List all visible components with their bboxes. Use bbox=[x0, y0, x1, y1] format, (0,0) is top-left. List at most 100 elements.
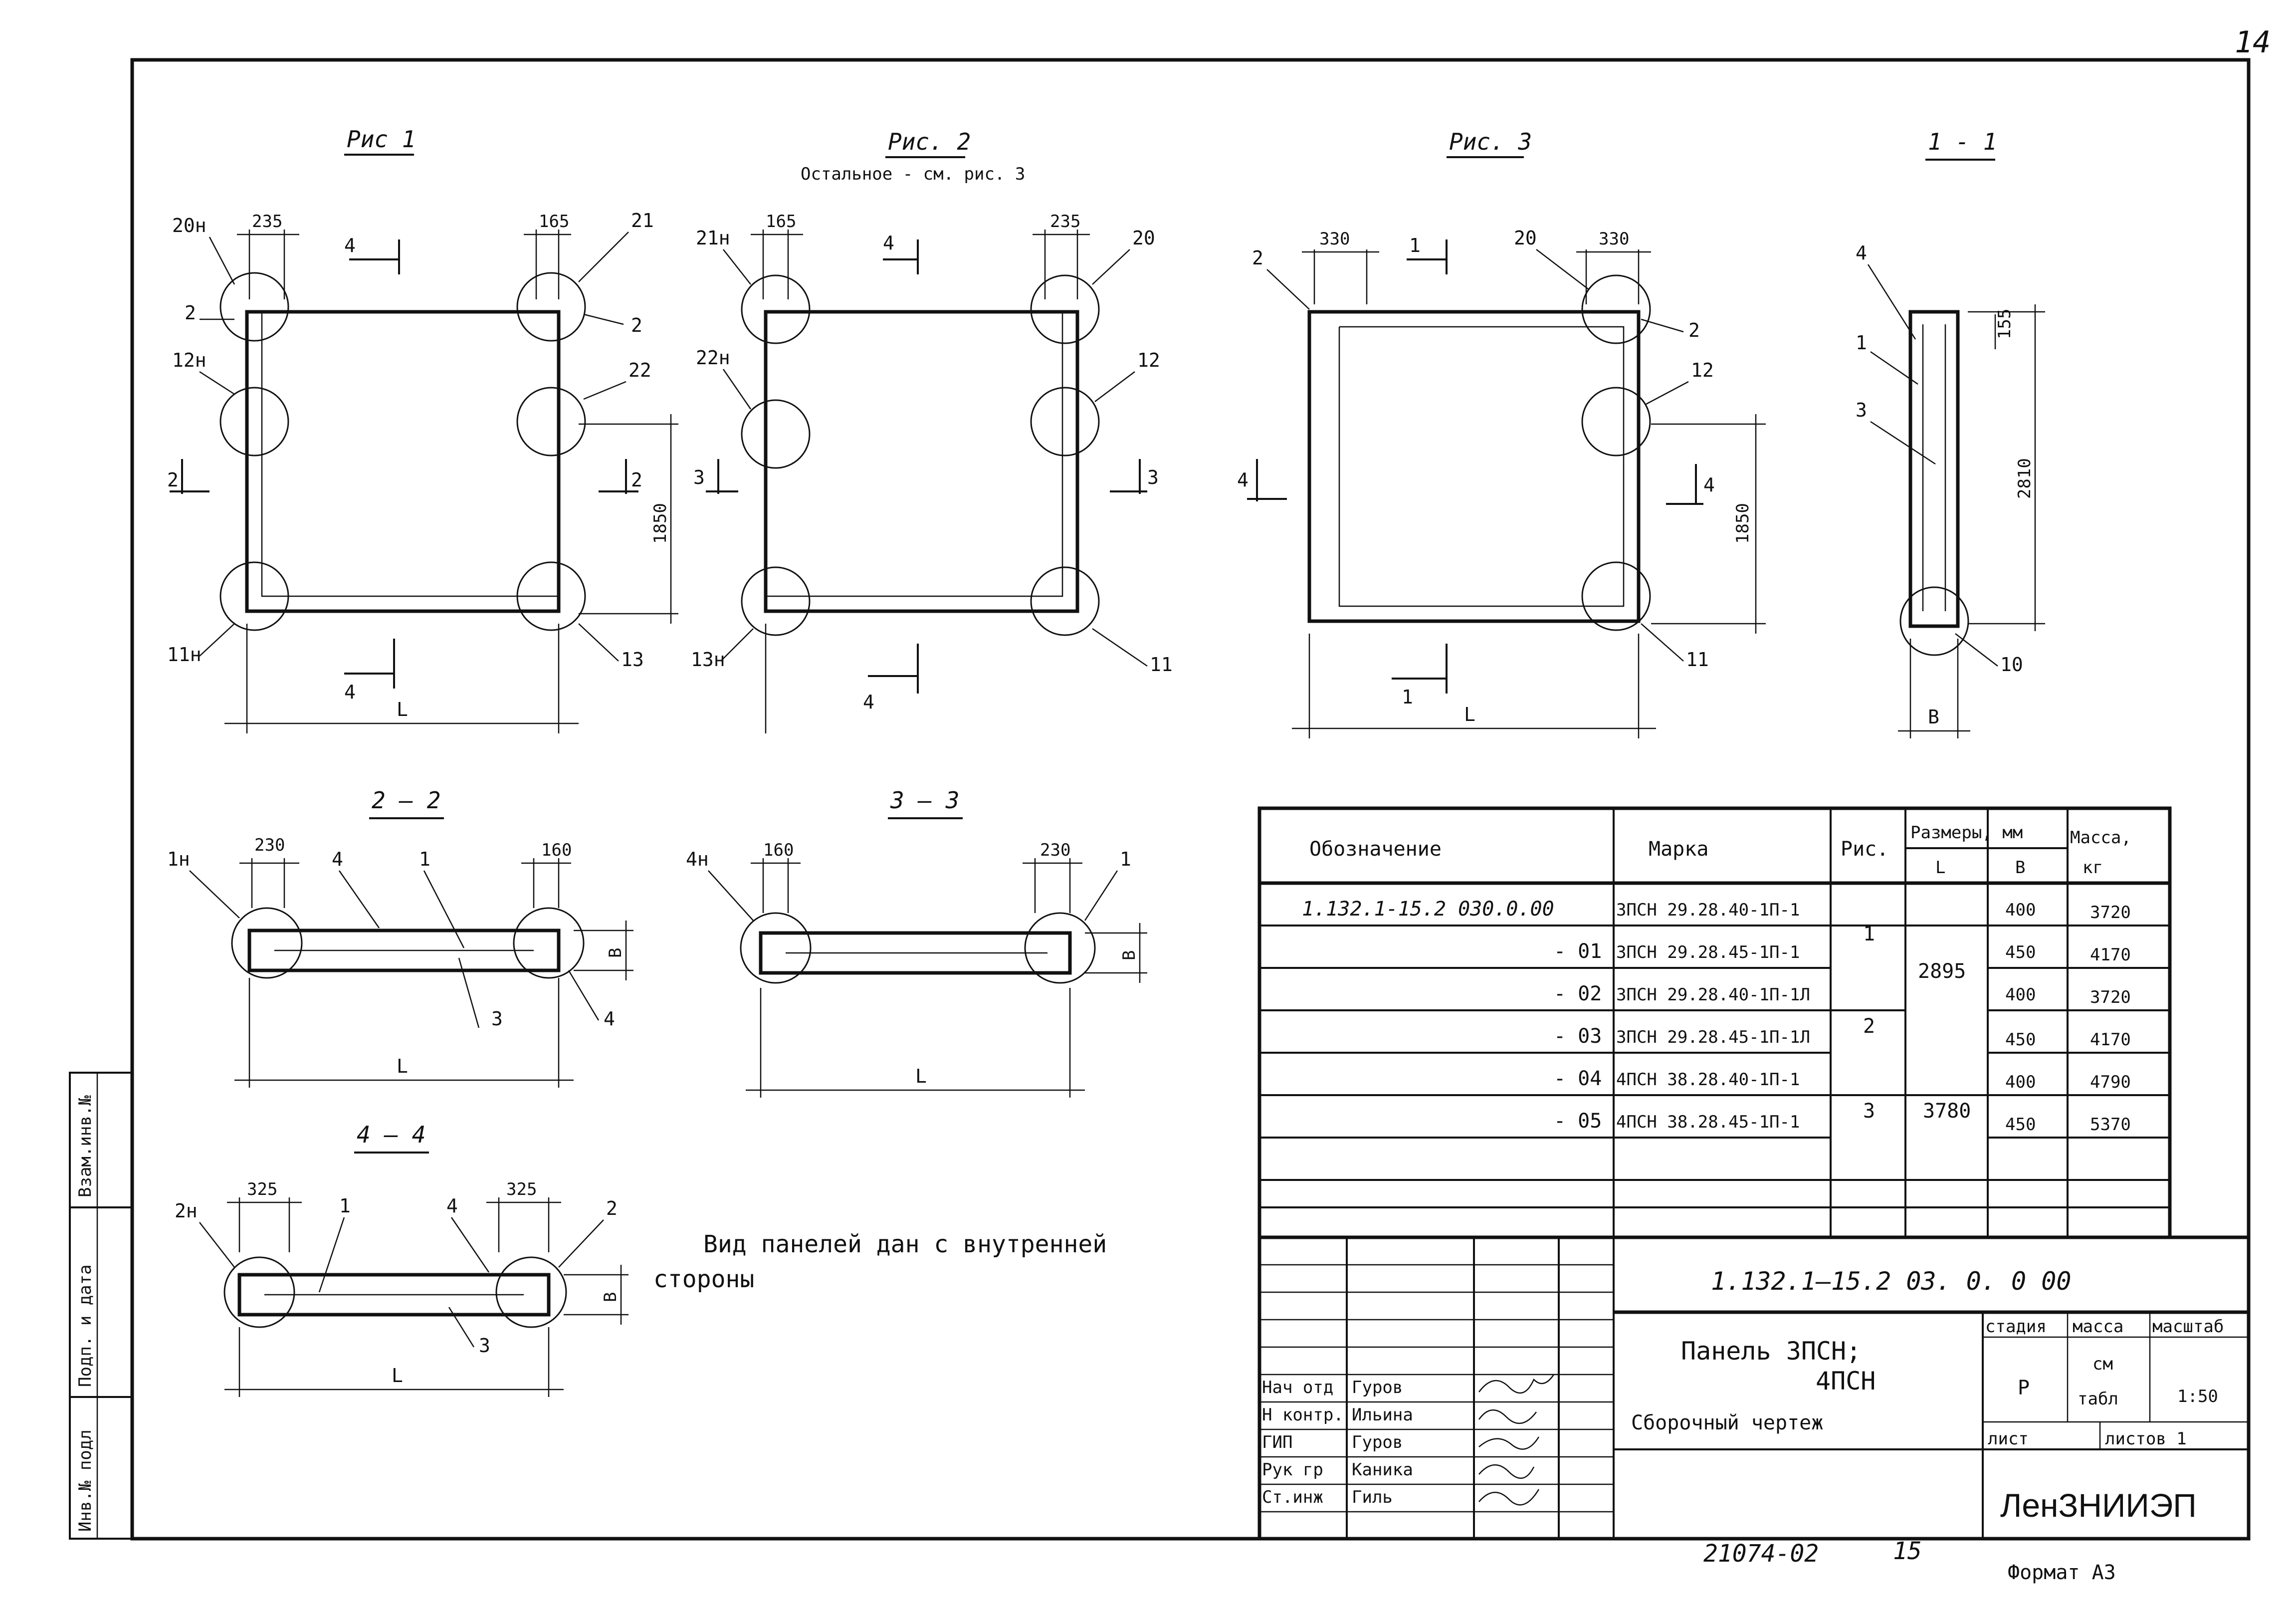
sec11-dim-width: B bbox=[1928, 706, 1939, 728]
fig1-title: Рис 1 bbox=[347, 126, 416, 153]
fig2-sec-b-right: 3 bbox=[1147, 466, 1159, 488]
sec44-pos-4: 4 bbox=[446, 1195, 458, 1217]
fig3-pos-2b: 2 bbox=[1688, 319, 1700, 341]
spec-header-fig: Рис. bbox=[1841, 838, 1888, 861]
signature-2 bbox=[1478, 1409, 1537, 1424]
spec-row-4-mass: 4170 bbox=[2090, 1030, 2131, 1050]
spec-header-dims: Размеры, мм bbox=[1910, 823, 2023, 843]
spec-row-3-mass: 3720 bbox=[2090, 987, 2131, 1007]
fig3-pos-2a: 2 bbox=[1252, 247, 1263, 269]
sec33-dim-left: 160 bbox=[763, 840, 794, 860]
fig1-sec-a-bottom: 4 bbox=[344, 681, 356, 703]
tb-staff-5-name: Гиль bbox=[1352, 1487, 1393, 1507]
spec-row-6-b: 450 bbox=[2005, 1115, 2036, 1135]
section-1-1: 1 - 1 2810 155 B 4 1 3 10 bbox=[1856, 128, 2045, 738]
sec33-dim-length: L bbox=[915, 1065, 927, 1087]
tb-staff-2-role: Н контр. bbox=[1262, 1405, 1344, 1425]
spec-row-2-mass: 4170 bbox=[2090, 945, 2131, 965]
bottom-code: 21074-02 bbox=[1703, 1540, 1819, 1568]
sec44-title: 4 — 4 bbox=[357, 1121, 425, 1148]
spec-header-l: L bbox=[1935, 858, 1945, 878]
stamp-inv-label: Инв.№ подл bbox=[75, 1429, 95, 1532]
tb-staff-1-role: Нач отд bbox=[1262, 1378, 1333, 1397]
fig2-pos-20: 20 bbox=[1132, 227, 1155, 249]
fig2-panel-view: Рис. 2 Остальное - см. рис. 3 165 235 L … bbox=[691, 128, 1173, 733]
tb-staff-5-role: Ст.инж bbox=[1262, 1487, 1323, 1507]
sec44-pos-2: 2 bbox=[606, 1197, 618, 1219]
sheet-frame bbox=[130, 58, 2251, 1541]
spec-row-4-designation: - 03 bbox=[1554, 1025, 1602, 1048]
spec-l-group-2: 3780 bbox=[1923, 1100, 1971, 1123]
fig1-sec-b-right: 2 bbox=[631, 469, 642, 491]
spec-row-4-mark: 3ПСН 29.28.45-1П-1Л bbox=[1616, 1027, 1810, 1047]
spec-row-3-mark: 3ПСН 29.28.40-1П-1Л bbox=[1616, 985, 1810, 1005]
sec11-pos-4: 4 bbox=[1856, 242, 1867, 264]
fig2-sec-a-top: 4 bbox=[883, 232, 894, 254]
fig1-pos-2a: 2 bbox=[185, 302, 196, 324]
sec33-dim-right: 230 bbox=[1040, 840, 1070, 860]
sec22-pos-4a: 4 bbox=[332, 848, 343, 870]
fig1-pos-12n: 12н bbox=[172, 349, 207, 371]
spec-row-6-designation: - 05 bbox=[1554, 1110, 1602, 1133]
tb-doc-code: 1.132.1—15.2 03. 0. 0 00 bbox=[1711, 1267, 2071, 1296]
spec-row-6-mass: 5370 bbox=[2090, 1115, 2131, 1135]
fig2-dim-top-left: 165 bbox=[766, 212, 796, 232]
section-3-3: 3 — 3 160 230 B L 4н 1 bbox=[686, 787, 1147, 1098]
spec-header-mass-unit: кг bbox=[2083, 858, 2103, 878]
bottom-num: 15 bbox=[1893, 1537, 1922, 1565]
sec11-pos-10: 10 bbox=[2000, 654, 2023, 676]
spec-fig-group-3: 3 bbox=[1863, 1100, 1875, 1123]
sec44-dim-length: L bbox=[392, 1365, 403, 1387]
tb-scale-label: масштаб bbox=[2152, 1317, 2224, 1337]
spec-fig-group-2: 2 bbox=[1863, 1015, 1875, 1038]
tb-org: ЛенЗНИИЭП bbox=[2000, 1487, 2197, 1524]
fig3-dim-length: L bbox=[1464, 703, 1475, 725]
section-4-4: 4 — 4 325 325 B L 2н 1 4 2 3 bbox=[175, 1121, 628, 1397]
fig2-sec-a-bottom: 4 bbox=[863, 691, 874, 713]
tb-staff-1-name: Гуров bbox=[1352, 1378, 1403, 1397]
sec44-pos-3: 3 bbox=[479, 1335, 490, 1357]
tb-sheet-label: лист bbox=[1988, 1429, 2029, 1449]
sec22-pos-3: 3 bbox=[491, 1008, 503, 1030]
fig1-pos-13: 13 bbox=[621, 649, 644, 671]
spec-l-group-1: 2895 bbox=[1918, 960, 1966, 983]
sec44-dim-width: B bbox=[601, 1292, 621, 1302]
sec44-pos-2n: 2н bbox=[175, 1200, 198, 1222]
fig2-pos-21n: 21н bbox=[696, 227, 730, 249]
sec33-dim-width: B bbox=[1119, 950, 1139, 960]
tb-mass-label: масса bbox=[2073, 1317, 2123, 1337]
fig1-pos-11n: 11н bbox=[167, 644, 202, 666]
fig3-sec-a-top: 1 bbox=[1409, 234, 1421, 256]
fig1-dim-top-right: 165 bbox=[539, 212, 569, 232]
sec22-pos-4b: 4 bbox=[604, 1008, 615, 1030]
sec11-pos-3: 3 bbox=[1856, 399, 1867, 421]
fig1-pos-20n: 20н bbox=[172, 215, 207, 236]
fig1-panel-view: Рис 1 235 165 1850 L 20н 2 12н 11н 21 bbox=[167, 126, 678, 733]
fig3-pos-11: 11 bbox=[1686, 649, 1709, 671]
spec-header-designation: Обозначение bbox=[1309, 838, 1442, 861]
tb-name-line2: 4ПСН bbox=[1816, 1367, 1876, 1395]
sec22-pos-1: 1 bbox=[419, 848, 430, 870]
spec-row-5-b: 400 bbox=[2005, 1072, 2036, 1092]
tb-staff-3-role: ГИП bbox=[1262, 1432, 1292, 1452]
spec-row-2-b: 450 bbox=[2005, 942, 2036, 962]
spec-row-3-b: 400 bbox=[2005, 985, 2036, 1005]
sec11-dim-top: 155 bbox=[1995, 309, 2015, 339]
tb-stage: Р bbox=[2018, 1377, 2030, 1399]
sec22-title: 2 — 2 bbox=[372, 787, 440, 814]
spec-row-5-mass: 4790 bbox=[2090, 1072, 2131, 1092]
fig1-pos-22: 22 bbox=[628, 359, 651, 381]
tb-staff-4-name: Каника bbox=[1352, 1460, 1413, 1480]
fig1-dim-length: L bbox=[397, 698, 408, 720]
format-label: Формат А3 bbox=[2008, 1561, 2116, 1584]
tb-mass-1: см bbox=[2092, 1354, 2113, 1374]
spec-row-4-b: 450 bbox=[2005, 1030, 2036, 1050]
spec-header-b: B bbox=[2015, 858, 2025, 878]
page-number: 14 bbox=[2235, 25, 2271, 60]
fig2-title: Рис. 2 bbox=[888, 128, 971, 155]
fig1-dim-top-left: 235 bbox=[252, 212, 282, 232]
tb-staff-3-name: Гуров bbox=[1352, 1432, 1403, 1452]
note-line1: Вид панелей дан с внутренней bbox=[703, 1230, 1107, 1258]
spec-row-1-mass: 3720 bbox=[2090, 903, 2131, 923]
fig3-sec-a-bottom: 1 bbox=[1402, 686, 1413, 708]
